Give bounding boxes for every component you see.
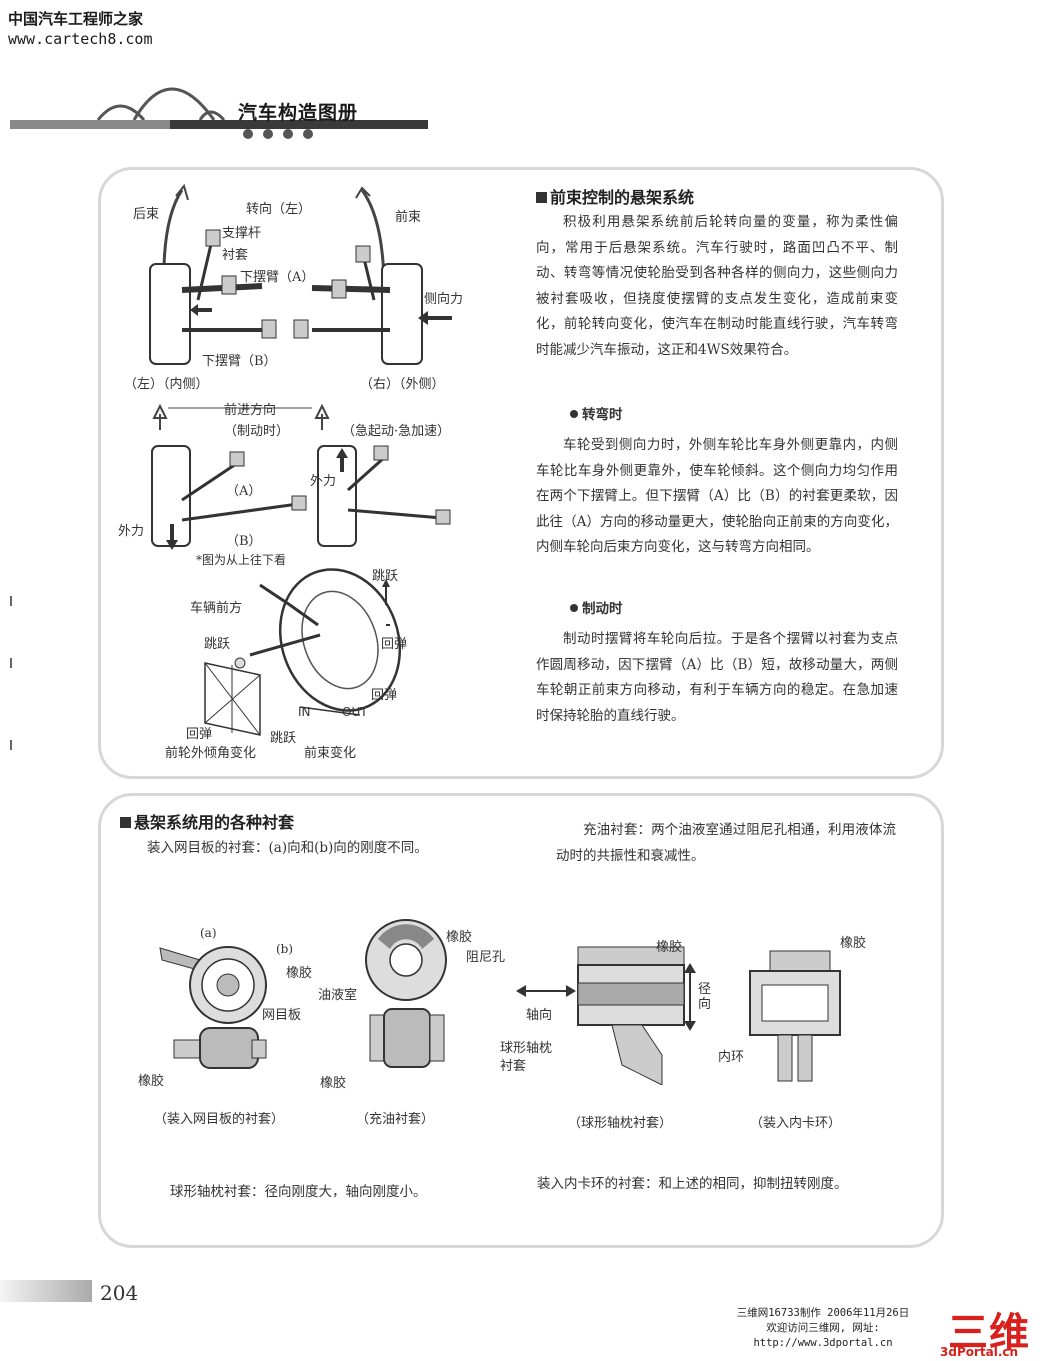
turning-text: 车轮受到侧向力时，外侧车轮比车身外侧更靠内，内侧车轮比车身外侧更靠外，使车轮倾斜…	[536, 437, 898, 556]
subheading-braking-text: 制动时	[582, 601, 623, 617]
label-bump-top: 跳跃	[372, 569, 399, 584]
subheading-turning: 转弯时	[570, 403, 623, 423]
label-bushing: 衬套	[222, 248, 249, 263]
label-spherical-bushing: 球形轴枕衬套	[500, 1041, 553, 1074]
label-rebound-right: 回弹	[381, 637, 408, 652]
label-acceleration: （急起动·急加速）	[342, 424, 451, 439]
label-right-outer: （右）（外侧）	[360, 377, 445, 392]
label-out: OUT	[342, 705, 368, 719]
label-direction-a: (a)	[200, 926, 217, 940]
label-braking: （制动时）	[224, 424, 290, 439]
caption-spherical-bushing: （球形轴枕衬套）	[568, 1116, 673, 1131]
label-mesh-rubber: 橡胶	[286, 966, 313, 981]
wheel-motion-diagram	[204, 568, 402, 736]
bullet-icon	[570, 410, 578, 418]
label-external-force-right: 外力	[310, 474, 337, 489]
toe-control-panel	[98, 167, 944, 779]
braking-acceleration-diagram	[151, 403, 451, 550]
section-title-bushings: 悬架系统用的各种衬套	[120, 809, 294, 833]
oil-bushing-text: 充油衬套：两个油液室通过阻尼孔相通，利用液体流动时的共振性和衰减性。	[556, 822, 896, 864]
label-strut: 支撑杆	[222, 226, 262, 241]
label-toe-out: 后束	[133, 207, 160, 222]
caption-oil-bushing: （充油衬套）	[356, 1112, 435, 1127]
margin-mark	[10, 740, 12, 750]
header-arcs-graphic	[10, 87, 428, 139]
credit-line-2: 欢迎访问三维网, 网址:	[766, 1322, 880, 1334]
turning-paragraph: 车轮受到侧向力时，外侧车轮比车身外侧更靠内，内侧车轮比车身外侧更靠外，使车轮倾斜…	[536, 433, 898, 561]
inner-ring-bushing-diagram	[749, 950, 841, 1082]
label-oil-rubber: 橡胶	[446, 930, 473, 945]
section-title-text: 前束控制的悬架系统	[550, 188, 695, 207]
braking-text: 制动时摆臂将车轮向后拉。于是各个摆臂以衬套为支点作圆周移动，因下摆臂（A）比（B…	[536, 631, 898, 724]
credit-url-link[interactable]: http://www.3dportal.cn	[753, 1337, 893, 1349]
intro-paragraph: 积极利用悬架系统前后轮转向量的变量，称为柔性偏向，常用于后悬架系统。汽车行驶时，…	[536, 210, 898, 364]
label-left-inner: （左）（内侧）	[124, 377, 209, 392]
label-radial: 径向	[698, 982, 712, 1012]
label-camber-change: 前轮外倾角变化	[165, 746, 257, 761]
label-orifice: 阻尼孔	[466, 950, 506, 965]
label-in: IN	[298, 705, 311, 719]
label-mesh-plate: 网目板	[262, 1008, 302, 1023]
label-rebound-bottom: 回弹	[186, 727, 213, 742]
ring-bushing-paragraph: 装入内卡环的衬套：和上述的相同，抑制扭转刚度。	[510, 1172, 870, 1198]
mesh-bushing-text: 装入网目板的衬套：(a)向和(b)向的刚度不同。	[147, 840, 428, 856]
spherical-bushing-diagram	[516, 946, 696, 1085]
suspension-top-view-diagram	[149, 183, 452, 365]
label-lower-arm-a: 下摆臂（A）	[240, 270, 315, 285]
label-forward-direction: 前进方向	[224, 403, 277, 418]
label-external-force-left: 外力	[118, 524, 145, 539]
section-marker-icon	[120, 817, 131, 828]
label-inner-ring: 内环	[718, 1050, 745, 1065]
label-steer-left: 转向（左）	[246, 202, 312, 217]
section-title-toe-control: 前束控制的悬架系统	[536, 184, 694, 208]
label-ring-rubber: 橡胶	[840, 936, 867, 951]
intro-text: 积极利用悬架系统前后轮转向量的变量，称为柔性偏向，常用于后悬架系统。汽车行驶时，…	[536, 214, 898, 358]
oil-bushing-paragraph: 充油衬套：两个油液室通过阻尼孔相通，利用液体流动时的共振性和衰减性。	[556, 818, 896, 869]
label-bump-left: 跳跃	[204, 637, 231, 652]
margin-mark	[10, 658, 12, 668]
logo-subtext: 3dPortal.cn	[940, 1345, 1019, 1359]
page-number: 204	[100, 1281, 139, 1305]
caption-ring-bushing: （装入内卡环）	[750, 1116, 842, 1131]
credit-line-1: 三维网16733制作 2006年11月26日	[736, 1307, 910, 1319]
label-lower-arm-b: 下摆臂（B）	[202, 354, 277, 369]
label-oil-chamber: 油液室	[318, 988, 358, 1003]
subheading-braking: 制动时	[570, 597, 623, 617]
label-mesh-rubber-2: 橡胶	[138, 1074, 165, 1089]
section-title-bushings-text: 悬架系统用的各种衬套	[134, 813, 295, 832]
label-arm-b-short: （B）	[226, 534, 262, 549]
subheading-turning-text: 转弯时	[582, 407, 623, 423]
label-top-view-note: *图为从上往下看	[196, 553, 287, 567]
page-number-bar	[0, 1280, 92, 1302]
label-bump-bottom: 跳跃	[270, 731, 297, 746]
label-direction-b: (b)	[276, 942, 294, 956]
label-rebound-right-2: 回弹	[371, 688, 398, 703]
ring-bushing-text: 装入内卡环的衬套：和上述的相同，抑制扭转刚度。	[537, 1176, 848, 1192]
credit-block: 三维网16733制作 2006年11月26日 欢迎访问三维网, 网址: http…	[712, 1306, 934, 1351]
header-title: 汽车构造图册	[238, 102, 359, 124]
label-toe-change: 前束变化	[304, 746, 357, 761]
bullet-icon	[570, 604, 578, 612]
label-spherical-rubber: 橡胶	[656, 940, 683, 955]
label-toe-in: 前束	[395, 210, 422, 225]
watermark-site-name: 中国汽车工程师之家	[8, 10, 144, 28]
spherical-bushing-paragraph: 球形轴枕衬套：径向刚度大，轴向刚度小。	[170, 1180, 500, 1206]
site-logo: 三维网 3dPortal.cn	[940, 1300, 1057, 1361]
margin-mark	[10, 596, 12, 606]
label-arm-a-short: （A）	[226, 484, 262, 499]
label-vehicle-front: 车辆前方	[190, 601, 243, 616]
spherical-bushing-text: 球形轴枕衬套：径向刚度大，轴向刚度小。	[170, 1184, 427, 1200]
label-lateral-force: 侧向力	[424, 292, 464, 307]
mesh-plate-bushing-diagram	[159, 946, 267, 1069]
oil-filled-bushing-diagram	[365, 919, 447, 1068]
mesh-bushing-paragraph: 装入网目板的衬套：(a)向和(b)向的刚度不同。	[120, 836, 462, 862]
book-header: 汽车构造图册	[10, 70, 430, 145]
label-oil-rubber-2: 橡胶	[320, 1076, 347, 1091]
logo-text: 三维网	[948, 1310, 1030, 1356]
watermark-site-url: www.cartech8.com	[8, 30, 153, 48]
label-axial: 轴向	[526, 1008, 553, 1023]
braking-paragraph: 制动时摆臂将车轮向后拉。于是各个摆臂以衬套为支点作圆周移动，因下摆臂（A）比（B…	[536, 627, 898, 729]
caption-mesh-bushing: （装入网目板的衬套）	[154, 1112, 285, 1127]
section-marker-icon	[536, 192, 547, 203]
